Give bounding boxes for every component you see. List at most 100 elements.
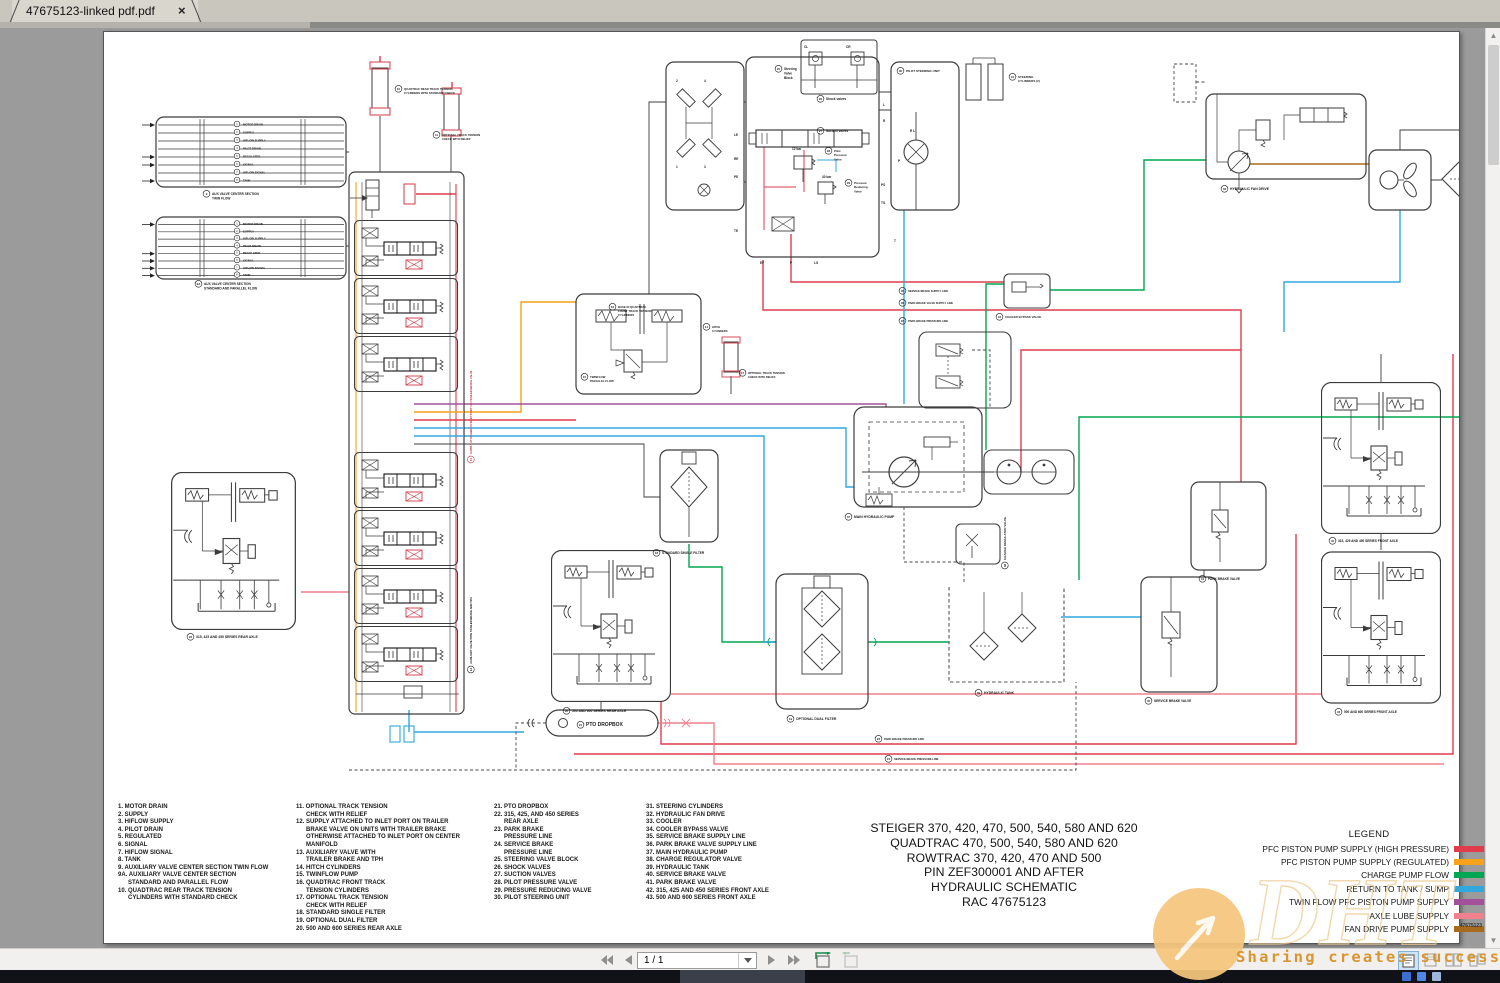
svg-text:CYLINDERS WITH STANDARD CHECK: CYLINDERS WITH STANDARD CHECK (404, 91, 455, 95)
svg-text:15: 15 (583, 375, 587, 379)
main-hydraulic-pump (853, 406, 994, 508)
steering-valve-block (745, 39, 880, 258)
taskbar-app-icon-1[interactable] (1402, 972, 1411, 981)
tab-edge (8, 0, 21, 25)
taskbar-app-icon-2[interactable] (1417, 972, 1426, 981)
legend-entry: PFC PISTON PUMP SUPPLY (REGULATED) (1254, 855, 1484, 868)
next-page-icon[interactable] (763, 952, 781, 968)
svg-text:CR: CR (846, 45, 851, 49)
svg-text:39: 39 (977, 691, 981, 695)
optional-dual-filter (767, 573, 877, 710)
previous-view-icon[interactable] (812, 952, 832, 968)
svg-text:7: 7 (236, 170, 238, 174)
svg-text:41: 41 (1201, 577, 1205, 581)
tab-close-icon[interactable]: × (178, 3, 186, 18)
svg-text:30 bar: 30 bar (822, 175, 832, 179)
svg-text:HIFLOW SIGNAL: HIFLOW SIGNAL (243, 266, 266, 270)
component-list-column: 1. MOTOR DRAIN 2. SUPPLY 3. HIFLOW SUPPL… (118, 804, 269, 902)
first-page-icon[interactable] (597, 952, 615, 968)
svg-text:AUX VALVE CENTER SECTION: AUX VALVE CENTER SECTION (204, 282, 252, 286)
legend-color-chip (1454, 926, 1484, 933)
svg-text:STANDARD AND PARALLEL FLOW: STANDARD AND PARALLEL FLOW (204, 286, 257, 290)
last-page-icon[interactable] (785, 952, 803, 968)
svg-text:SERVICE BRAKE VALVE: SERVICE BRAKE VALVE (1154, 699, 1191, 703)
title-line: ROWTRAC 370, 420, 470 AND 500 (906, 850, 1102, 865)
svg-text:Steering: Steering (784, 67, 797, 71)
taskbar-app-icon-3[interactable] (1432, 972, 1441, 981)
document-tab[interactable]: 47675123-linked pdf.pdf × (8, 0, 203, 25)
svg-text:2: 2 (236, 130, 238, 134)
svg-text:MOTOR DRAIN: MOTOR DRAIN (243, 222, 263, 226)
svg-text:27: 27 (819, 129, 823, 133)
svg-text:13: 13 (469, 668, 473, 672)
svg-text:36: 36 (901, 301, 905, 305)
legend-color-chip (1454, 845, 1484, 852)
svg-text:1: 1 (236, 122, 238, 126)
previous-page-icon[interactable] (619, 952, 637, 968)
svg-text:OPTIONAL TRACK TENSION: OPTIONAL TRACK TENSION (748, 371, 785, 375)
svg-text:AUX VALVE CENTER SECTION: AUX VALVE CENTER SECTION (212, 192, 260, 196)
svg-text:L: L (883, 103, 885, 107)
pdf-toolbar (0, 948, 1500, 971)
park-brake-valve-block (1190, 481, 1267, 571)
component-list-column: 11. OPTIONAL TRACK TENSION CHECK WITH RE… (296, 804, 461, 932)
svg-text:5: 5 (236, 154, 238, 158)
svg-text:315, 425 AND 450 SERIES FRONT: 315, 425 AND 450 SERIES FRONT AXLE (1338, 539, 1398, 543)
svg-text:30: 30 (899, 69, 903, 73)
legend-entry: FAN DRIVE PUMP SUPPLY (1254, 922, 1484, 935)
standard-single-filter (659, 449, 719, 543)
svg-text:TS: TS (881, 201, 885, 205)
svg-text:500 AND 600 SERIES FRONT AXLE: 500 AND 600 SERIES FRONT AXLE (1344, 710, 1397, 714)
pipes-orange (355, 182, 576, 712)
continuous-layout-icon[interactable] (1421, 951, 1440, 969)
scroll-down-icon[interactable]: ▼ (1489, 936, 1498, 945)
page-dropdown-caret[interactable] (738, 953, 756, 968)
svg-text:23: 23 (901, 319, 905, 323)
two-page-layout-icon[interactable] (1444, 951, 1463, 969)
svg-text:43: 43 (1337, 710, 1341, 714)
track-tension-cylinders (369, 61, 462, 137)
next-view-icon[interactable] (840, 952, 860, 968)
scroll-thumb[interactable] (1488, 45, 1499, 165)
svg-text:28: 28 (827, 149, 831, 153)
svg-text:SERVICE BRAKE SUPPLY LINE: SERVICE BRAKE SUPPLY LINE (908, 289, 948, 293)
watermark-slogan: Sharing creates success (1236, 948, 1500, 966)
hydraulic-tank (948, 587, 1065, 683)
tab-title: 47675123-linked pdf.pdf (26, 4, 155, 18)
taskbar (0, 970, 1500, 983)
fan-motor-block (1368, 149, 1432, 211)
two-page-continuous-layout-icon[interactable] (1468, 951, 1487, 969)
title-line: STEIGER 370, 420, 470, 500, 540, 580 AND… (870, 821, 1138, 835)
service-brake-valve-block (1140, 576, 1218, 693)
pilot-steering-unit (890, 61, 960, 211)
svg-text:PTO DROPBOX: PTO DROPBOX (586, 722, 624, 728)
pipes-purple (464, 403, 887, 407)
svg-text:34: 34 (998, 315, 1002, 319)
charge-pumps (983, 449, 1075, 495)
taskbar-active-segment[interactable] (680, 970, 805, 983)
svg-text:COOLER BYPASS VALVE: COOLER BYPASS VALVE (1005, 315, 1041, 319)
svg-text:MAIN HYDRAULIC PUMP: MAIN HYDRAULIC PUMP (854, 515, 895, 519)
tab-bar: 47675123-linked pdf.pdf × (0, 0, 1500, 25)
svg-text:24: 24 (887, 757, 891, 761)
tab-bar-shadow-strip (0, 22, 1500, 28)
svg-text:16: 16 (611, 305, 615, 309)
svg-text:12 bar: 12 bar (792, 147, 802, 151)
page-number-input[interactable] (638, 954, 738, 967)
svg-text:SUPPLY: SUPPLY (243, 131, 254, 135)
scroll-up-icon[interactable]: ▲ (1489, 31, 1498, 40)
svg-text:3: 3 (236, 236, 238, 240)
svg-text:4: 4 (236, 243, 238, 247)
steering-cylinders (965, 57, 1004, 101)
svg-text:HIFLOW SIGNAL: HIFLOW SIGNAL (243, 171, 266, 175)
svg-text:19: 19 (789, 717, 793, 721)
svg-text:CHECK WITH RELIEF: CHECK WITH RELIEF (442, 137, 471, 141)
svg-text:R L: R L (910, 129, 915, 133)
svg-text:AUXILIARY VALVE WITH TRAILER B: AUXILIARY VALVE WITH TRAILER BRAKE AND T… (469, 597, 473, 664)
svg-text:EF: EF (760, 261, 764, 265)
svg-text:Suction valves: Suction valves (826, 129, 849, 133)
legend-color-chip (1454, 872, 1484, 879)
title-line: PIN ZEF300001 AND AFTER (924, 865, 1084, 880)
svg-text:35: 35 (901, 289, 905, 293)
